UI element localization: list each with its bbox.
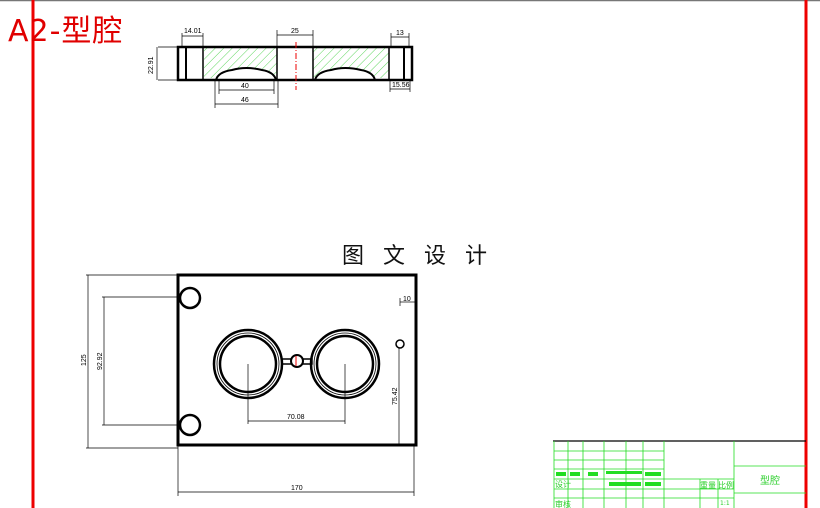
dim-right-width: 13	[396, 30, 404, 37]
dim-height: 22.91	[148, 56, 155, 74]
dim-bottom-right: 15.56	[392, 82, 410, 89]
plan-view	[86, 273, 418, 496]
title-block	[553, 440, 806, 508]
dim-plan-width: 170	[291, 485, 303, 492]
drawing-title: A2-型腔	[8, 14, 124, 49]
tb-review-label: 审核	[555, 499, 571, 508]
dim-center-spacing: 70.08	[287, 414, 305, 421]
guide-hole-bottom	[178, 413, 202, 437]
small-hole	[395, 339, 405, 349]
dim-right-offset: 10	[403, 296, 411, 303]
dim-plan-height: 125	[81, 354, 88, 366]
dim-right-height: 75.42	[392, 387, 399, 405]
sprue	[290, 354, 304, 368]
watermark: 图 文 设 计	[342, 238, 493, 270]
section-view	[156, 30, 414, 108]
tb-scale-label: 比例	[718, 480, 734, 490]
dim-center-width: 25	[291, 28, 299, 35]
dim-hole-spacing: 92.92	[97, 352, 104, 370]
tb-scale-value: 1:1	[720, 500, 730, 507]
guide-hole-top	[178, 286, 202, 310]
tb-weight-label: 重量	[700, 480, 716, 490]
tb-part-name: 型腔	[760, 474, 780, 487]
tb-design-label: 设计	[555, 479, 571, 489]
dim-left-width: 14.01	[184, 28, 202, 35]
dim-outer: 46	[241, 97, 249, 104]
dim-inner: 40	[241, 83, 249, 90]
